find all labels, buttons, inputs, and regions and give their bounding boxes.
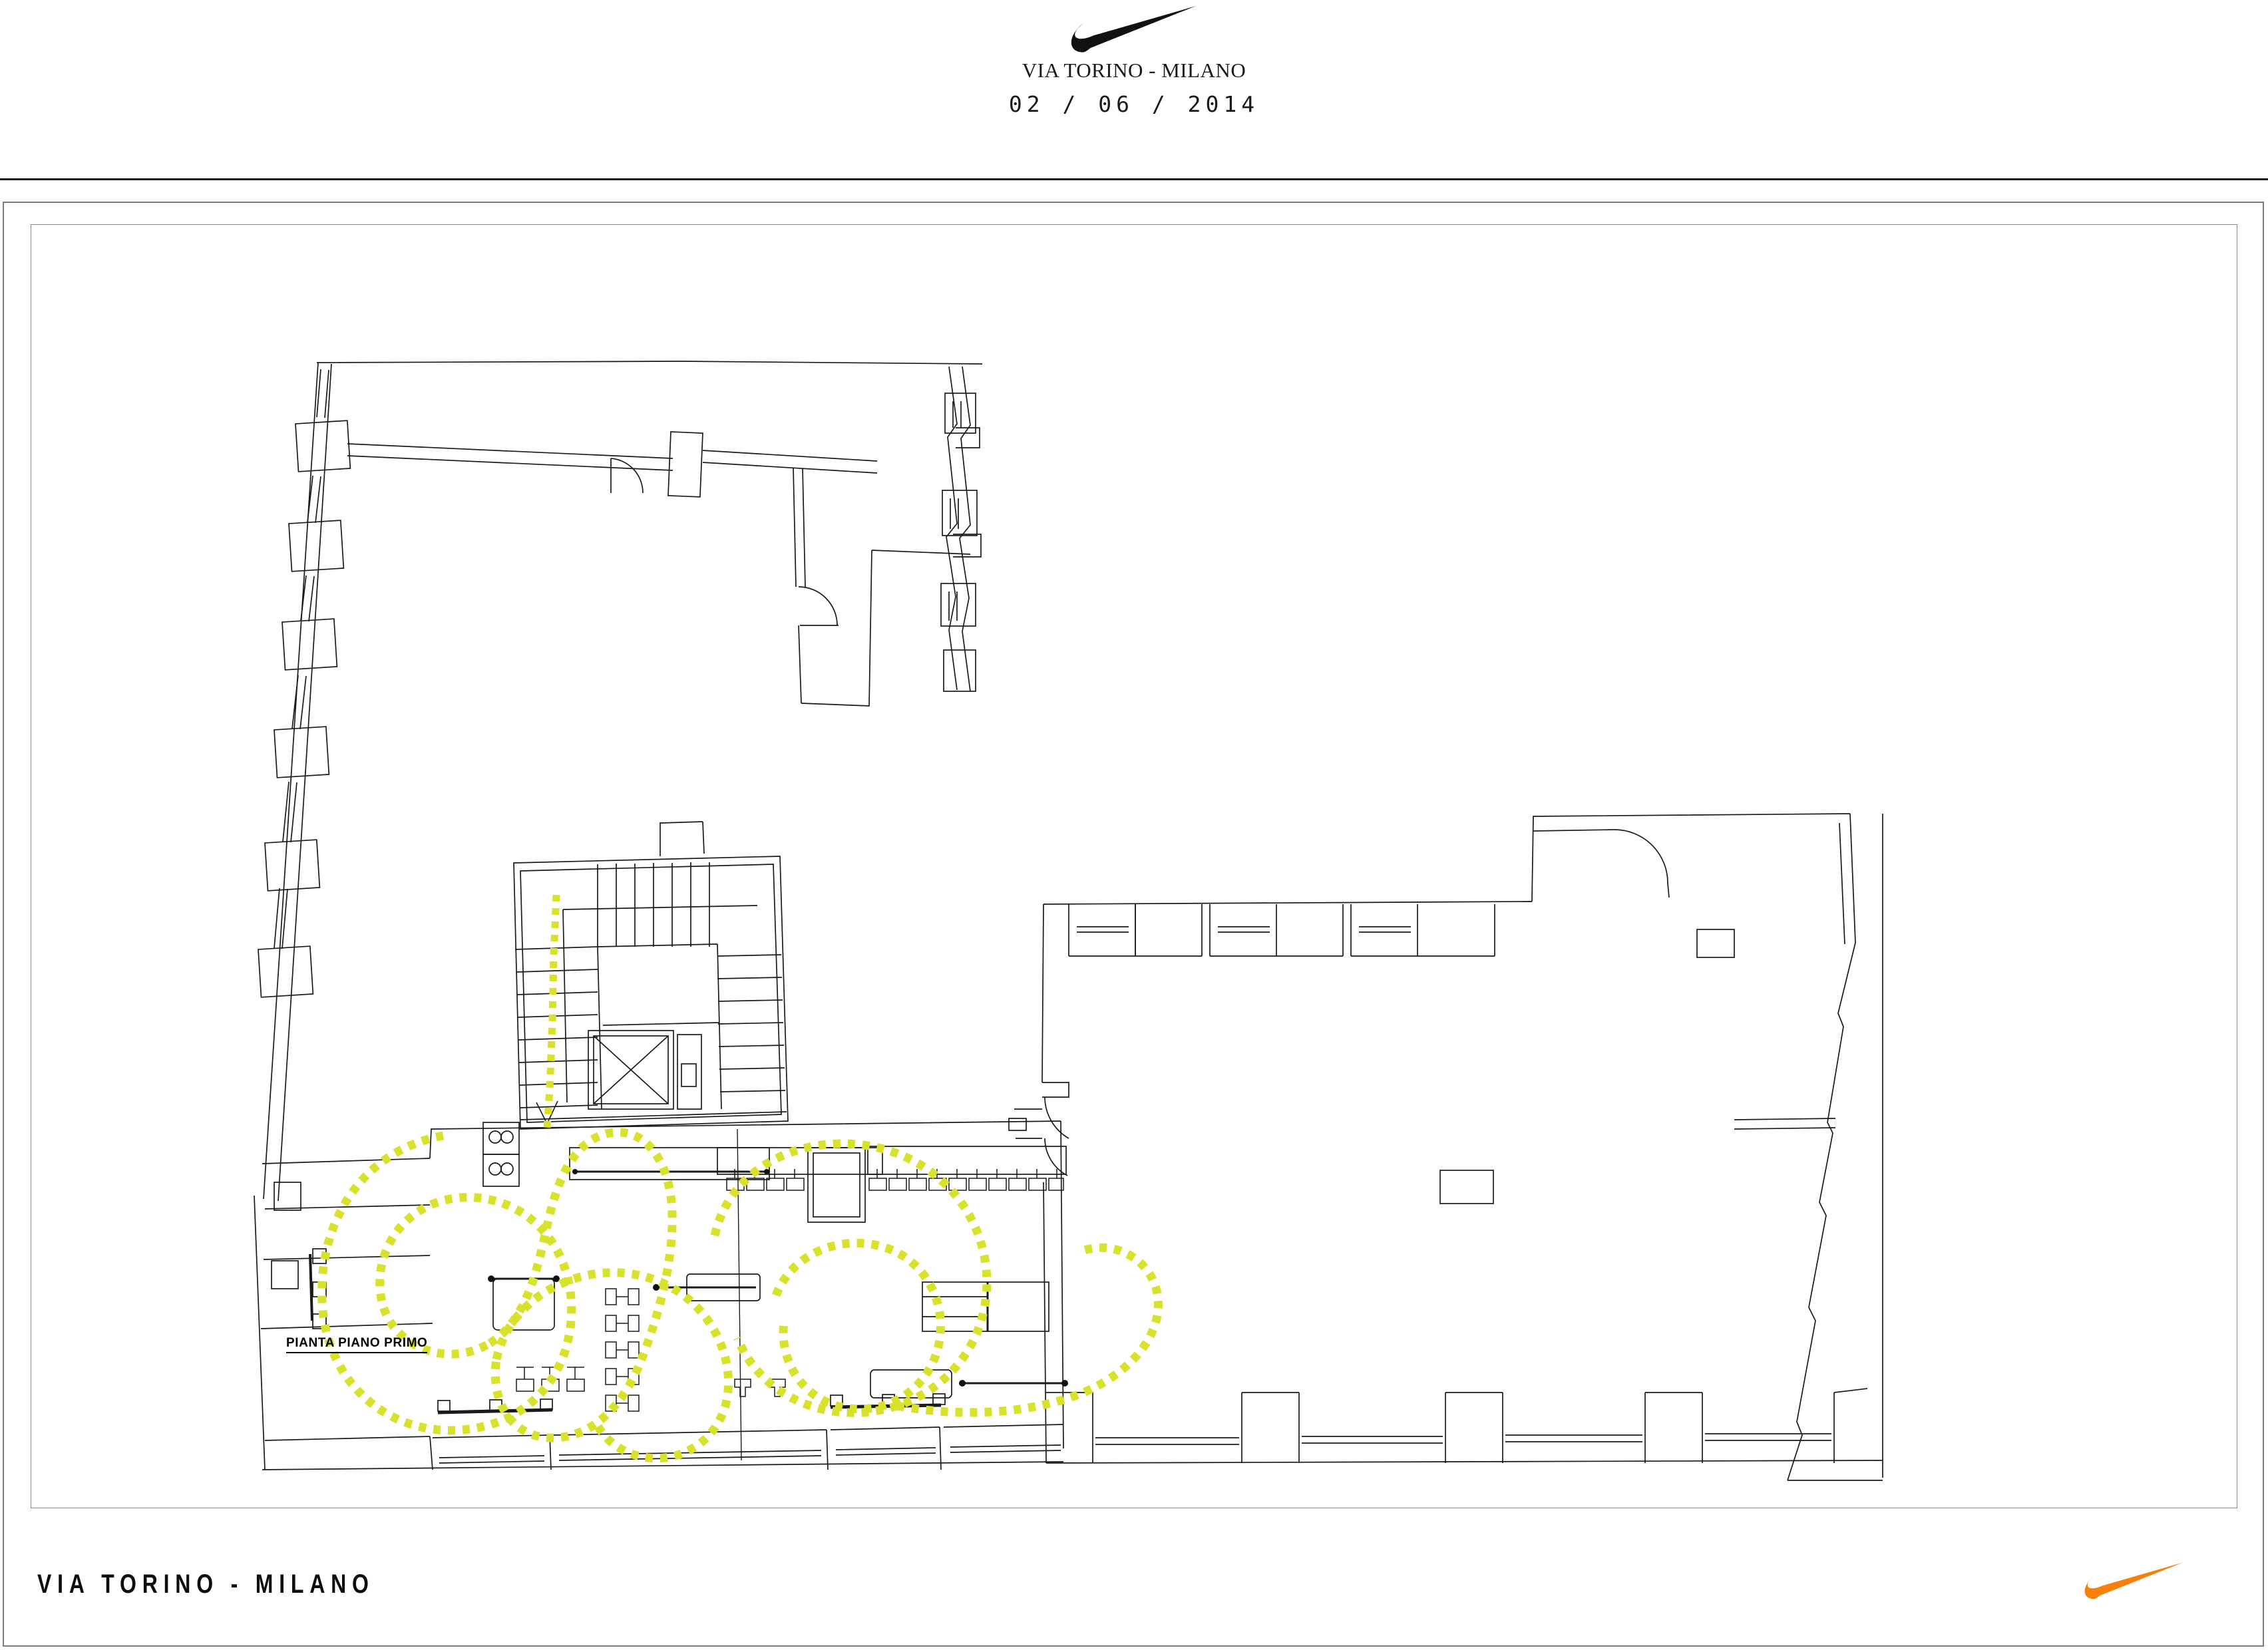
- plan-linework: [254, 361, 1883, 1481]
- floor-plan-svg: [254, 361, 1883, 1481]
- plan-caption: PIANTA PIANO PRIMO: [286, 1336, 428, 1353]
- floor-plan-drawing: [31, 224, 2237, 1508]
- sheet-inner-border: [31, 224, 2237, 1508]
- nike-script-overlay: [317, 894, 1163, 1463]
- header-title: VIA TORINO - MILANO: [1022, 59, 1246, 82]
- nike-swoosh-icon: [2084, 1562, 2183, 1599]
- footer-title: VIA TORINO - MILANO: [37, 1569, 375, 1599]
- header-date: 02 / 06 / 2014: [1008, 91, 1260, 117]
- page-footer: VIA TORINO - MILANO: [3, 1532, 2264, 1647]
- header-block: VIA TORINO - MILANO 02 / 06 / 2014: [835, 0, 1433, 117]
- nike-swoosh-icon: [1071, 6, 1196, 53]
- sheet-outer-border: [3, 202, 2264, 1647]
- header-divider: [0, 178, 2268, 180]
- page-header: VIA TORINO - MILANO 02 / 06 / 2014: [0, 0, 2268, 181]
